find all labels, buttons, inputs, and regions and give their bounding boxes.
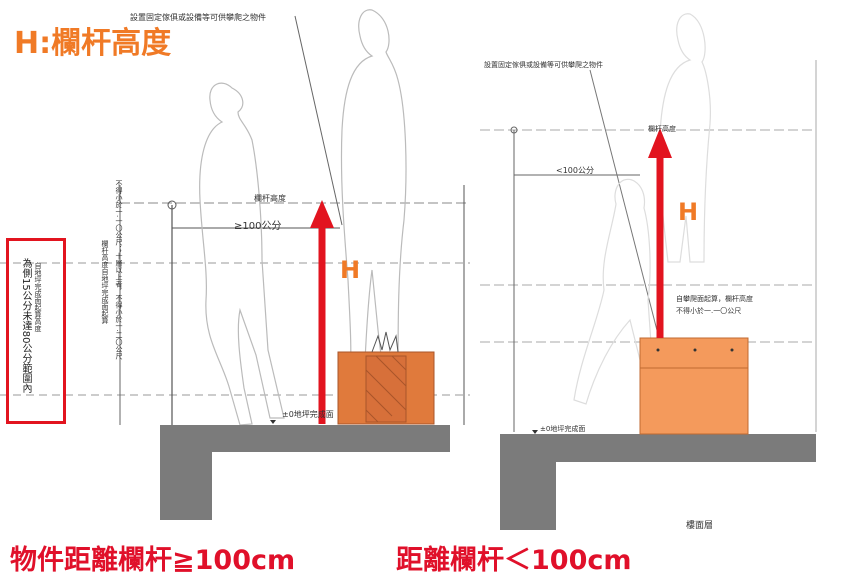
highlight-box [6,238,66,424]
left-vertical-note-1: 不得小於一.一〇公尺；十層以上者，不得小於一.二〇公尺 [115,180,123,360]
left-distance-label: ≥100公分 [234,221,282,232]
right-floor-label: ±0地坪完成面 [540,425,586,433]
right-floor-level-marker [532,430,538,434]
left-floor-label: ±0地坪完成面 [282,410,334,419]
railing-post-cap [167,200,177,210]
plant-leaves [371,331,399,353]
boxed-note-2: 為側15公分未達80公分範圍內 [20,258,31,394]
right-caption: 距離欄杆＜100cm [396,545,632,576]
planter-front-panel [365,355,407,423]
floor-slab-right [500,434,816,530]
planter-right-bolt [656,348,660,352]
left-h-marker: H [340,256,361,284]
left-panel-drawing [0,9,470,520]
person-walking-figure [199,82,285,426]
right-railing-post-cap [510,126,518,134]
left-caption: 物件距離欄杆≧100cm [10,545,296,576]
right-mid-note-2: 不得小於一.一〇公尺 [676,307,742,315]
right-bottom-label: 樓面層 [686,521,714,531]
height-arrow-left-head [310,200,334,228]
left-railing-height-label: 欄杆高度 [254,194,286,203]
top-note-leader [294,15,343,226]
right-railing-height-label: 欄杆高度 [648,125,676,133]
planter-right-bolt [693,348,697,352]
floor-slab-left [160,425,450,520]
page-title: H:欄杆高度 [14,26,172,61]
right-top-note-leader [589,69,661,343]
right-h-marker: H [678,198,699,226]
left-vertical-note-2: 欄杆高度自地坪完成面起算 [101,240,109,324]
left-top-note: 設置固定傢俱或設備等可供攀爬之物件 [130,13,266,22]
planter-pattern [365,355,407,423]
floor-level-marker [270,420,276,424]
right-mid-note-1: 自攀爬面起算，欄杆高度 [676,295,753,303]
planter-right-bolt [730,348,734,352]
right-person-standing-figure [659,13,711,263]
planter-box-right [639,337,749,435]
person-standing-figure [340,9,407,381]
right-panel-drawing [480,13,817,530]
boxed-note-1: 自地坪完成面起算高度 [34,262,42,332]
height-arrow-right-head [648,128,672,158]
right-top-note: 設置固定傢俱或設備等可供攀爬之物件 [484,61,603,69]
right-person-climbing-figure [573,178,653,405]
right-distance-label: <100公分 [556,166,594,175]
